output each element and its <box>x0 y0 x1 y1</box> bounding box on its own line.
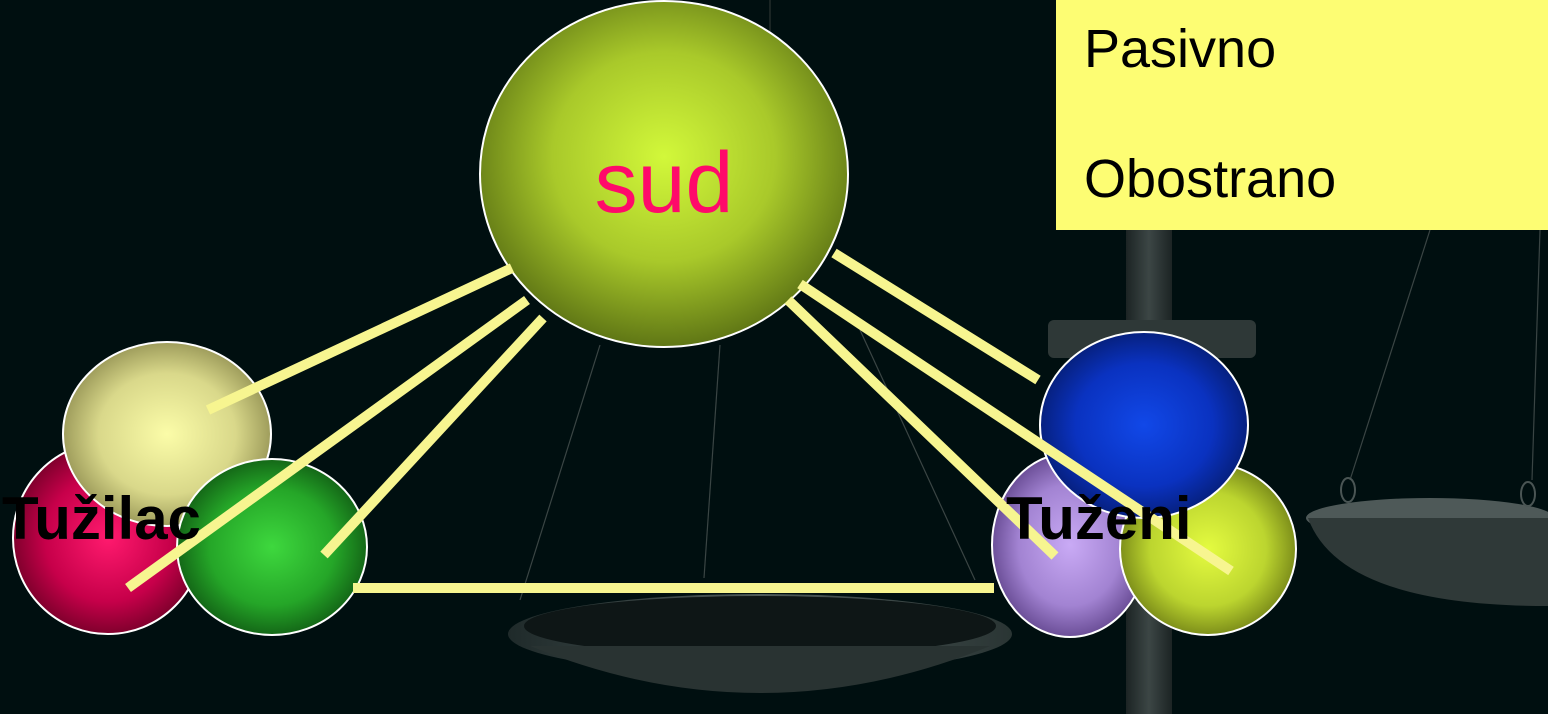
connector-court-to-green <box>320 314 547 559</box>
right-party-cluster <box>991 331 1297 638</box>
connector-court-to-purple <box>784 296 1059 560</box>
connector-lines <box>125 248 1234 593</box>
defendant-label: Tuženi <box>1006 485 1192 552</box>
legend-item-passive: Pasivno <box>1084 19 1277 79</box>
legend-item-mutual: Obostrano <box>1084 149 1337 209</box>
legend-box: Pasivno Obostrano <box>1056 0 1548 230</box>
balance-scale-background <box>508 0 1548 714</box>
connector-court-to-lime <box>797 279 1234 576</box>
court-circle <box>479 0 849 348</box>
court-label: sud <box>594 135 734 231</box>
connector-court-to-pale <box>205 263 515 415</box>
connector-court-to-blue <box>831 248 1041 385</box>
plaintiff-label: Tužilac <box>2 485 201 552</box>
connector-court-to-magenta <box>125 295 530 593</box>
left-party-cluster <box>12 341 368 636</box>
